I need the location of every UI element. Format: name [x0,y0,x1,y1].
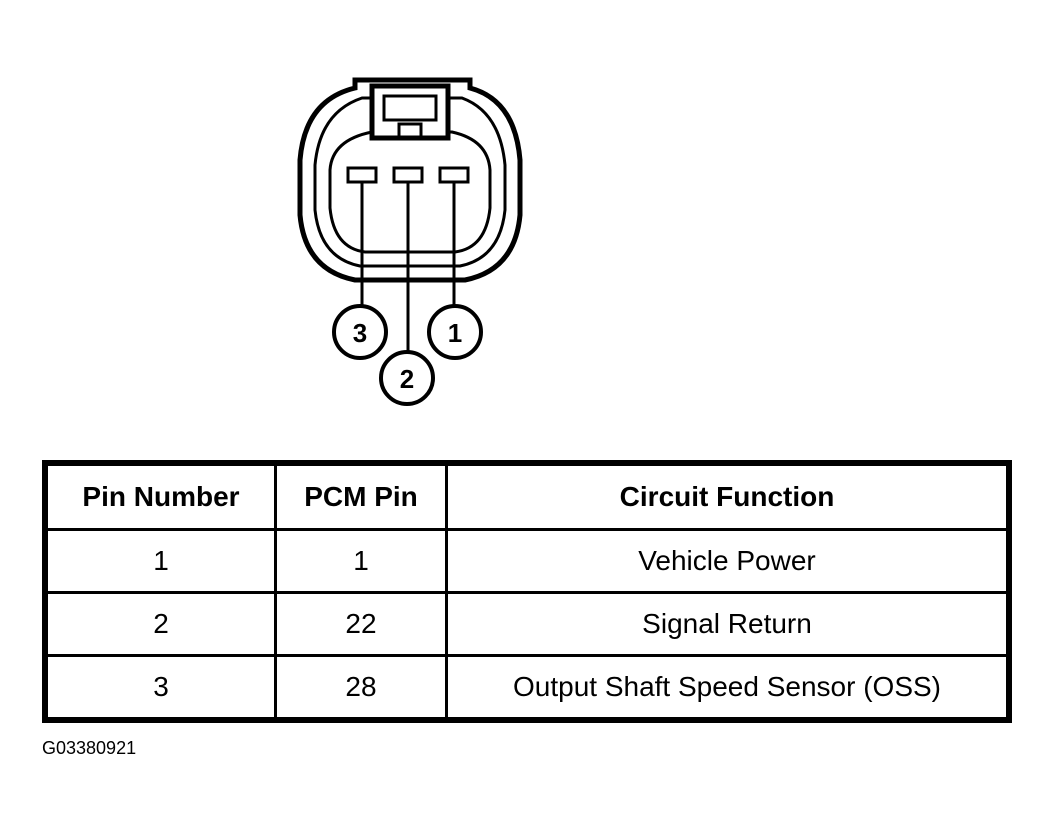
header-pin-number: Pin Number [43,461,277,531]
connector-body [297,77,523,283]
callout-pin-1: 1 [427,304,483,360]
pin-2-terminal [392,166,424,184]
leader-lines [360,182,456,352]
callout-pin-1-label: 1 [448,318,462,348]
header-circuit-function: Circuit Function [445,461,1011,531]
cell-pin-number: 2 [43,591,277,657]
table-row: 2 22 Signal Return [43,591,1011,657]
cell-circuit-function: Output Shaft Speed Sensor (OSS) [445,654,1011,722]
cell-pin-number: 3 [43,654,277,722]
header-pcm-pin: PCM Pin [274,461,448,531]
pinout-table: Pin Number PCM Pin Circuit Function 1 1 … [42,460,1012,723]
cell-circuit-function: Signal Return [445,591,1011,657]
cell-pin-number: 1 [43,528,277,594]
cell-pcm-pin: 1 [274,528,448,594]
figure-code: G03380921 [42,738,137,758]
callout-pin-3-label: 3 [353,318,367,348]
pin-3-terminal [346,166,378,184]
callout-pin-3: 3 [332,304,388,360]
pin-1-terminal [438,166,470,184]
callout-pin-2-label: 2 [400,364,414,394]
pin-terminals [346,166,470,184]
cell-circuit-function: Vehicle Power [445,528,1011,594]
cell-pcm-pin: 22 [274,591,448,657]
callout-pin-2: 2 [379,350,435,406]
connector-diagram: 3 2 1 [297,77,523,406]
table-row: 1 1 Vehicle Power [43,528,1011,594]
cell-pcm-pin: 28 [274,654,448,722]
table-row: 3 28 Output Shaft Speed Sensor (OSS) [43,654,1011,722]
table-header-row: Pin Number PCM Pin Circuit Function [43,461,1011,531]
